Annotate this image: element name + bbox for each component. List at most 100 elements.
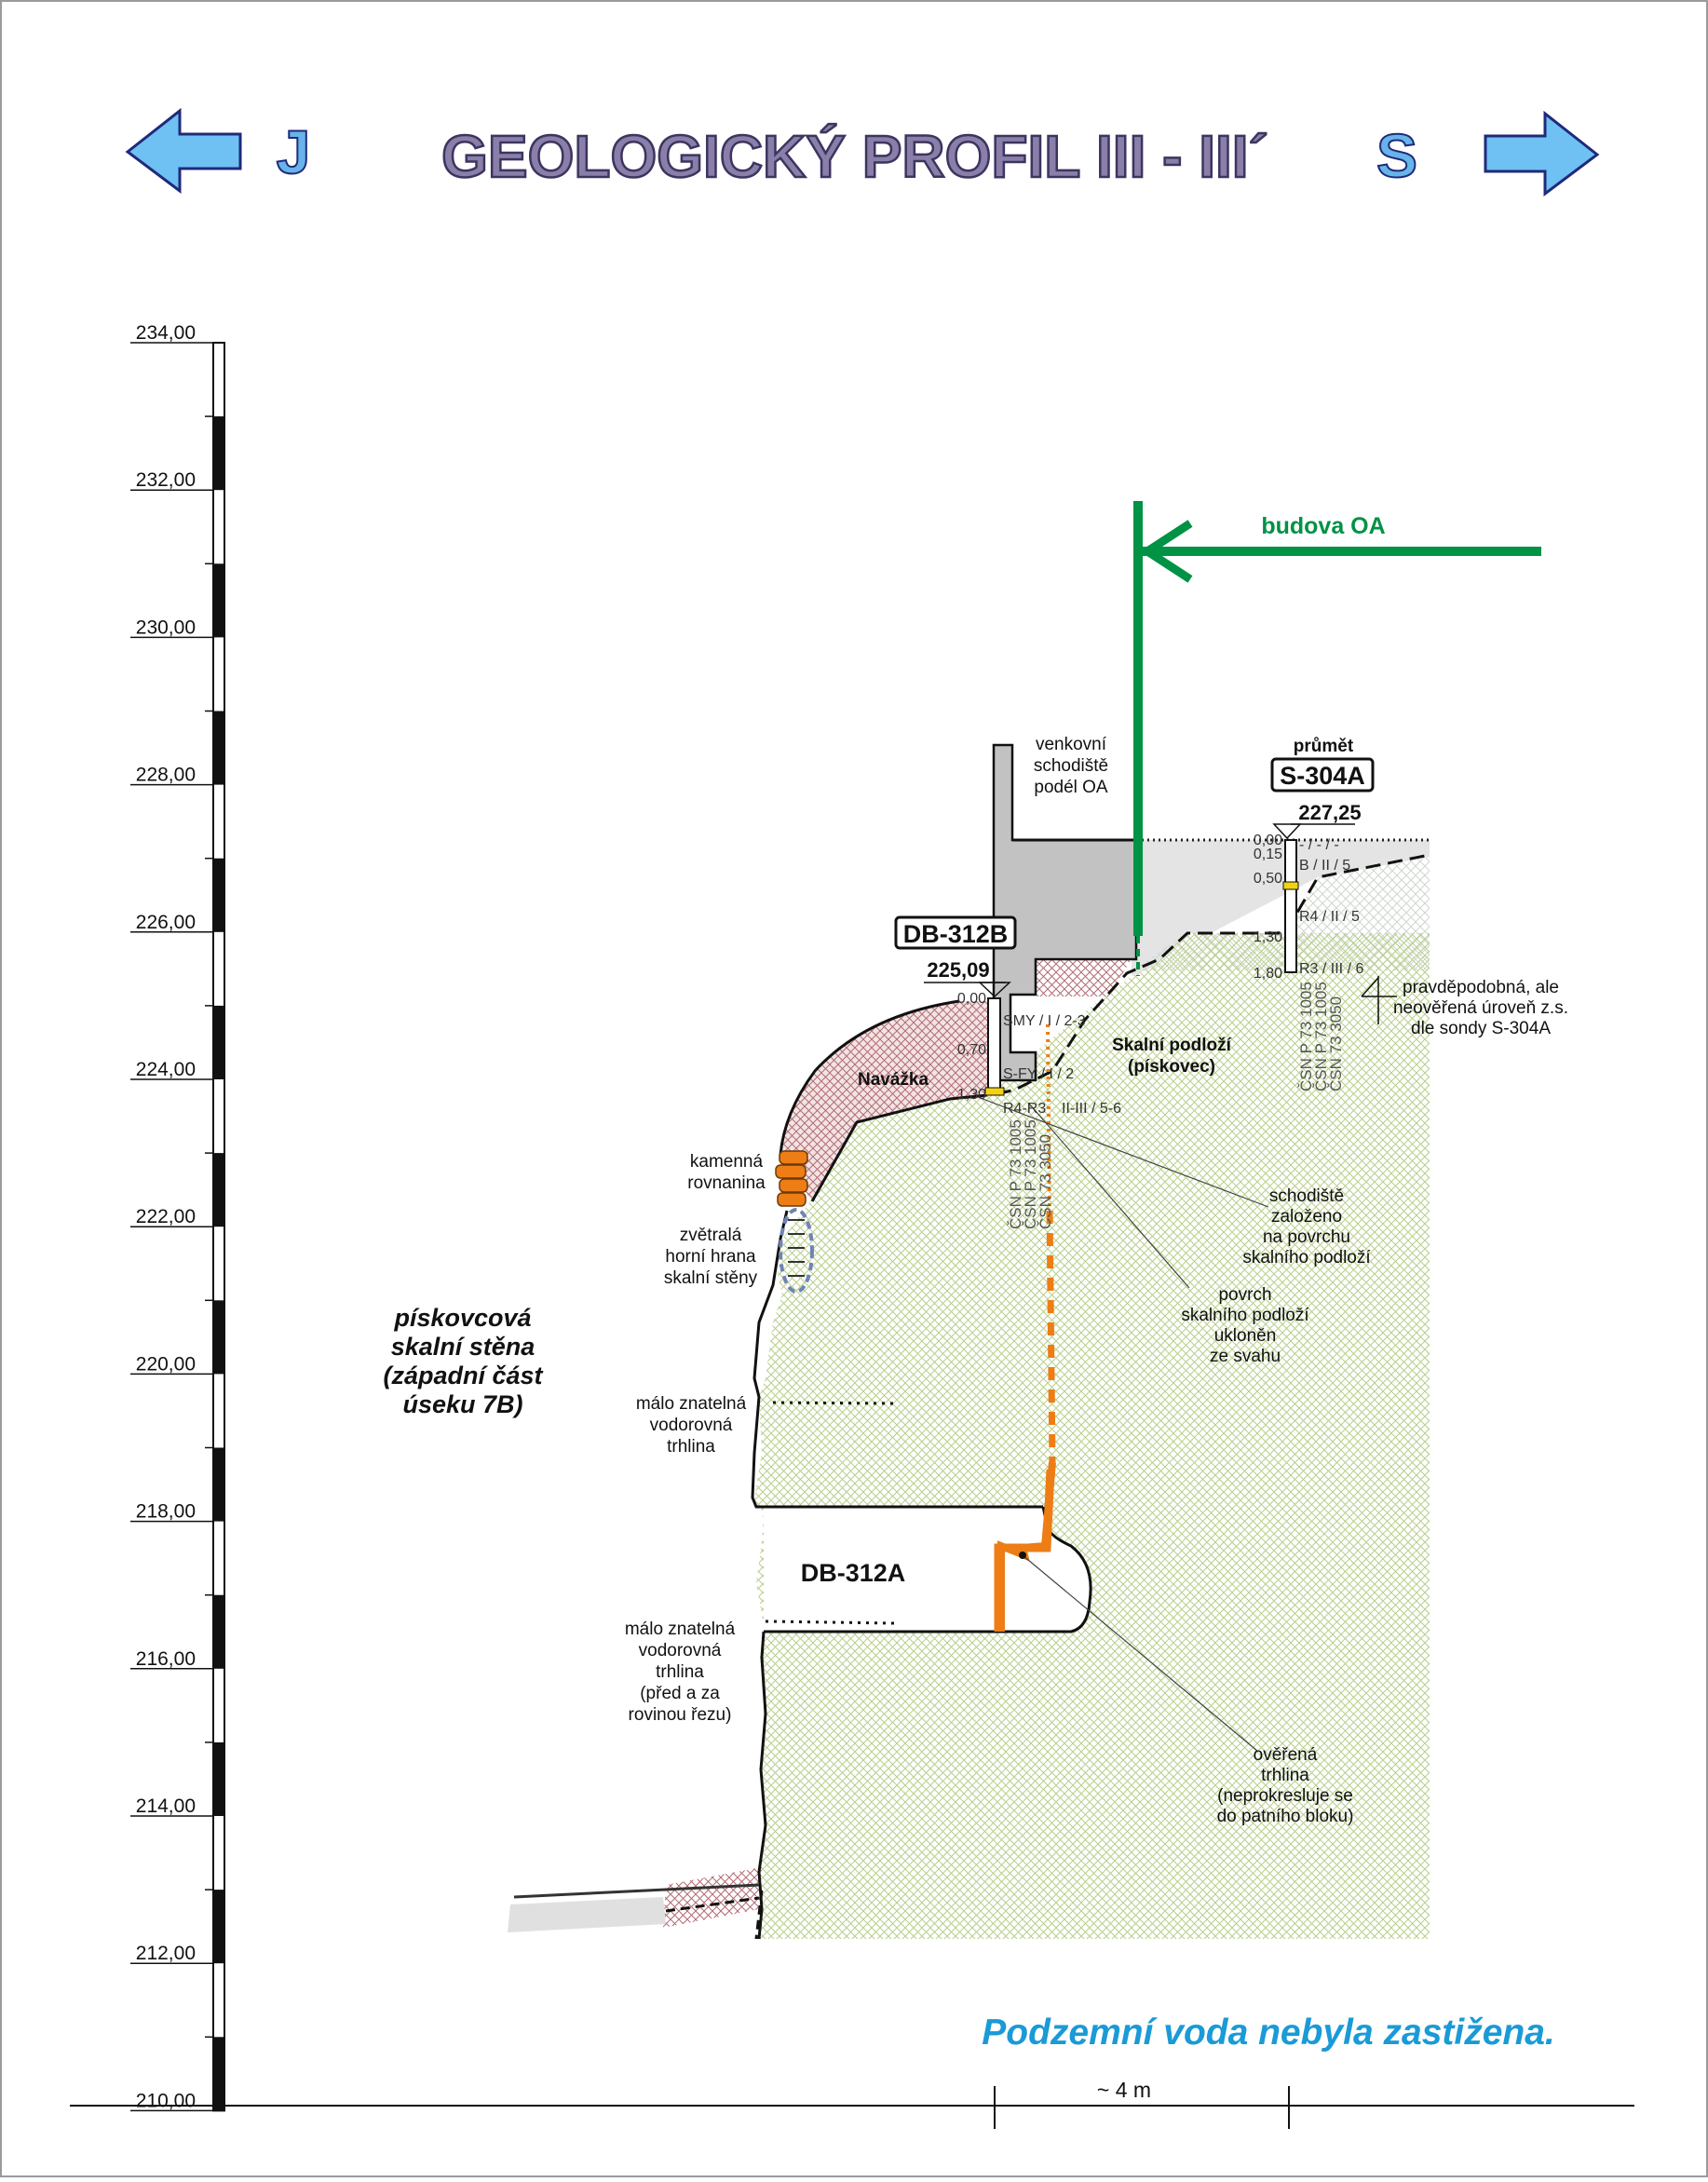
left-direction-label: J: [277, 117, 311, 186]
db312b-layer-0: SMY / I / 2-3: [1003, 1013, 1086, 1029]
weathered-edge-label: zvětralá horní hrana skalní stěny: [664, 1226, 758, 1288]
crack-upper-line: vodorovná: [650, 1416, 733, 1435]
db312b-name: DB-312B: [903, 920, 1009, 948]
crack-lower-line: vodorovná: [639, 1641, 722, 1660]
rock-wall-line: pískovcová: [393, 1304, 531, 1332]
crack-upper-label: málo znatelná vodorovná trhlina: [636, 1394, 747, 1457]
db312b-norm-0: ČSN P 73 1005: [1007, 1119, 1024, 1229]
probable-level-line: pravděpodobná, ale: [1403, 978, 1559, 997]
stairs-label-line: venkovní: [1036, 735, 1107, 754]
bedrock-inclined-label: povrch skalního podloží ukloněn ze svahu: [1181, 1285, 1309, 1366]
elevation-axis: 234,00232,00230,00228,00226,00224,00222,…: [130, 322, 225, 2112]
s304a-depth-1: 0,15: [1254, 847, 1282, 862]
elevation-tick-label: 224,00: [136, 1059, 196, 1080]
rock-wall-outline: [751, 1210, 1043, 1509]
s304a-layer-0: - / - / -: [1299, 837, 1339, 853]
rock-wall-line: skalní stěna: [391, 1333, 535, 1361]
scale-label: ~ 4 m: [1097, 2078, 1151, 2102]
fill-bottom-left: [663, 1867, 762, 1928]
weathered-edge-line: zvětralá: [680, 1226, 742, 1245]
stone-rubble-icon: [775, 1150, 808, 1207]
building-label: budova OA: [1261, 513, 1385, 539]
gray-footing: [508, 1897, 666, 1932]
scale-bar-segment: [213, 1300, 224, 1375]
topsoil-layer: [1010, 840, 1430, 976]
elevation-tick-label: 216,00: [136, 1648, 196, 1670]
verified-crack-dotted: [1046, 1023, 1051, 1212]
groundwater-note: Podzemní voda nebyla zastižena.: [982, 2013, 1555, 2053]
bedrock-label: Skalní podloží (pískovec): [1112, 1036, 1231, 1077]
fill-top-outline: [779, 999, 960, 1156]
scale-bar-segment: [213, 858, 224, 932]
db312b-depth-2: 1,30: [957, 1087, 986, 1103]
scale-bar-segment: [213, 1005, 224, 1079]
probable-level-label: pravděpodobná, ale neověřená úroveň z.s.…: [1393, 978, 1568, 1038]
s304a-name: S-304A: [1280, 762, 1365, 790]
bedrock-label-line: (pískovec): [1128, 1057, 1215, 1077]
db312a-label: DB-312A: [801, 1559, 906, 1587]
fill-layer-hatch: [780, 1001, 995, 1201]
s304a-layer-2: R4 / II / 5: [1299, 909, 1360, 925]
elevation-tick-label: 230,00: [136, 617, 196, 638]
stairs-on-bedrock-label: schodiště založeno na povrchu skalního p…: [1242, 1186, 1371, 1267]
fill-base-line: [810, 1093, 988, 1202]
weathered-edge-line: horní hrana: [665, 1247, 756, 1267]
scale-bar-segment: [213, 416, 224, 491]
elevation-tick-label: 234,00: [136, 322, 196, 344]
weathered-edge-line: skalní stěny: [664, 1268, 758, 1288]
stairs-bedrock-line: založeno: [1271, 1207, 1342, 1227]
weathered-edge-marks: [788, 1219, 805, 1277]
scale-bar-segment: [213, 563, 224, 638]
s304a-norm-2: ČSN 73 3050: [1327, 996, 1345, 1091]
probable-level-line: neověřená úroveň z.s.: [1393, 998, 1568, 1018]
probable-water-level-icon: [1361, 976, 1397, 1024]
verified-crack-zigzag: [994, 1469, 1055, 1632]
crack-lower-line: trhlina: [656, 1662, 704, 1682]
scale-bar-segment: [213, 1890, 224, 1964]
bedrock-surface-line: [996, 853, 1430, 1096]
s304a-projection-label: průmět: [1294, 737, 1354, 756]
elevation-tick-label: 218,00: [136, 1501, 196, 1523]
stone-rubble-label: kamenná rovnanina: [687, 1152, 766, 1193]
leader-lines: [977, 1001, 1379, 1752]
elevation-tick-label: 228,00: [136, 765, 196, 786]
s304a-depth-2: 0,50: [1254, 871, 1282, 887]
db312b-name-box: [894, 915, 1017, 950]
db312b-norm-1: ČSN P 73 1005: [1022, 1119, 1039, 1229]
s304a-depth-3: 1,30: [1254, 929, 1282, 945]
ground-line-left: [513, 1883, 760, 1899]
right-direction-label: S: [1376, 121, 1417, 190]
db312b-water-marker: [984, 1087, 1005, 1096]
s304a-norm-0: ČSN P 73 1005: [1297, 982, 1315, 1091]
s304a-layer-3: R3 / III / 6: [1299, 961, 1363, 977]
db312b-elevation: 225,09: [927, 958, 989, 982]
ground-line-left-dash: [665, 1896, 760, 1913]
arrow-left-icon: [125, 107, 242, 194]
bedrock-body: [754, 933, 1430, 1939]
crack-lower-label: málo znatelná vodorovná trhlina (před a …: [625, 1620, 736, 1725]
s304a-depth-4: 1,80: [1254, 966, 1282, 982]
s304a-layer-1: B / II / 5: [1299, 858, 1350, 874]
bedrock-inclined-line: ze svahu: [1210, 1347, 1281, 1366]
db312b-level-marker-icon: [978, 982, 1011, 998]
db312b-depth-1: 0,70: [957, 1042, 986, 1058]
elevation-tick-label: 226,00: [136, 912, 196, 933]
elevation-tick-label: 212,00: [136, 1943, 196, 1964]
db312b-column: [987, 997, 1001, 1094]
verified-crack-line: (neprokresluje se: [1217, 1786, 1353, 1806]
elevation-tick-label: 210,00: [136, 2090, 196, 2111]
crack-lower-dotted: [765, 1620, 895, 1625]
scale-bar-segment: [213, 2037, 224, 2111]
arrow-right-icon: [1484, 110, 1600, 197]
bedrock-inclined-line: ukloněn: [1214, 1326, 1277, 1346]
crack-upper-line: trhlina: [667, 1437, 715, 1457]
stairs-bedrock-line: na povrchu: [1263, 1227, 1350, 1247]
rock-wall-line: (západní část: [383, 1362, 543, 1389]
verified-crack-line: do patního bloku): [1217, 1807, 1354, 1826]
crack-upper-line: málo znatelná: [636, 1394, 747, 1414]
elevation-tick-label: 222,00: [136, 1206, 196, 1227]
db312b-layer-1: S-FY / I / 2: [1003, 1066, 1074, 1082]
rock-wall-lower-outline: [764, 1506, 1092, 1633]
